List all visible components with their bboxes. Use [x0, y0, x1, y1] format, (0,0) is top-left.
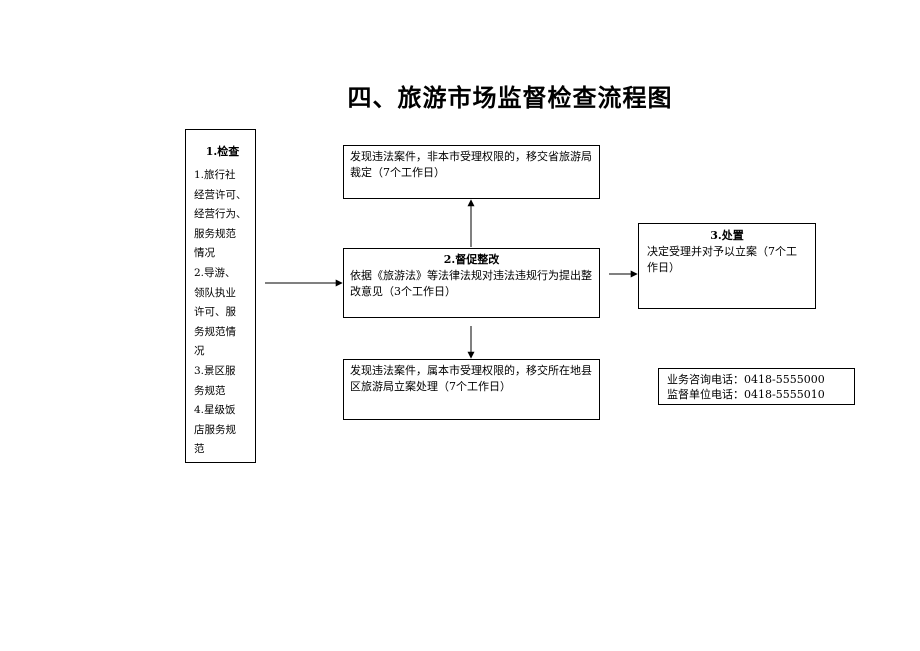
transfer-province-box: 发现违法案件，非本市受理权限的，移交省旅游局裁定（7个工作日）	[343, 145, 600, 199]
supervise-phone: 监督单位电话：0418-5555010	[667, 388, 825, 401]
check-item-line: 2.导游、	[194, 266, 236, 279]
check-item-line: 经营行为、	[194, 208, 247, 221]
contact-box: 业务咨询电话：0418-5555000 监督单位电话：0418-5555010	[658, 368, 855, 405]
consult-phone: 业务咨询电话：0418-5555000	[667, 373, 825, 386]
check-heading: 1.检查	[205, 145, 240, 158]
check-item-line: 范	[194, 443, 205, 456]
check-item-line: 4.星级饭	[194, 404, 236, 417]
check-item-line: 店服务规	[194, 423, 236, 436]
rectify-text: 依据《旅游法》等法律法规对违法违规行为提出整改意见（3个工作日）	[350, 269, 592, 298]
check-item-line: 情况	[194, 247, 215, 260]
check-item-line: 服务规范	[194, 227, 236, 240]
check-item-line: 务规范	[194, 384, 226, 397]
transfer-county-box: 发现违法案件，属本市受理权限的，移交所在地县区旅游局立案处理（7个工作日）	[343, 359, 600, 420]
rectify-heading: 2.督促整改	[443, 253, 500, 266]
check-item-line: 3.景区服	[194, 364, 236, 377]
dispose-text: 决定受理并对予以立案（7个工作日）	[647, 245, 797, 274]
check-item-line: 1.旅行社	[194, 169, 236, 181]
check-item-line: 许可、服	[194, 306, 236, 319]
check-item-line: 领队执业	[194, 286, 236, 299]
dispose-heading: 3.处置	[710, 229, 744, 242]
check-items-list: 1.旅行社 经营许可、 经营行为、 服务规范 情况 2.导游、 领队执业 许可、…	[194, 166, 251, 460]
page-title: 四、旅游市场监督检查流程图	[347, 83, 673, 112]
check-item-line: 况	[194, 345, 205, 358]
rectify-box: 2.督促整改 依据《旅游法》等法律法规对违法违规行为提出整改意见（3个工作日）	[343, 248, 600, 318]
check-item-line: 务规范情	[194, 325, 236, 338]
dispose-box: 3.处置 决定受理并对予以立案（7个工作日）	[638, 223, 816, 309]
check-item-line: 经营许可、	[194, 188, 247, 201]
transfer-county-text: 发现违法案件，属本市受理权限的，移交所在地县区旅游局立案处理（7个工作日）	[350, 364, 592, 393]
check-box: 1.检查 1.旅行社 经营许可、 经营行为、 服务规范 情况 2.导游、 领队执…	[185, 129, 256, 463]
transfer-province-text: 发现违法案件，非本市受理权限的，移交省旅游局裁定（7个工作日）	[350, 150, 592, 179]
